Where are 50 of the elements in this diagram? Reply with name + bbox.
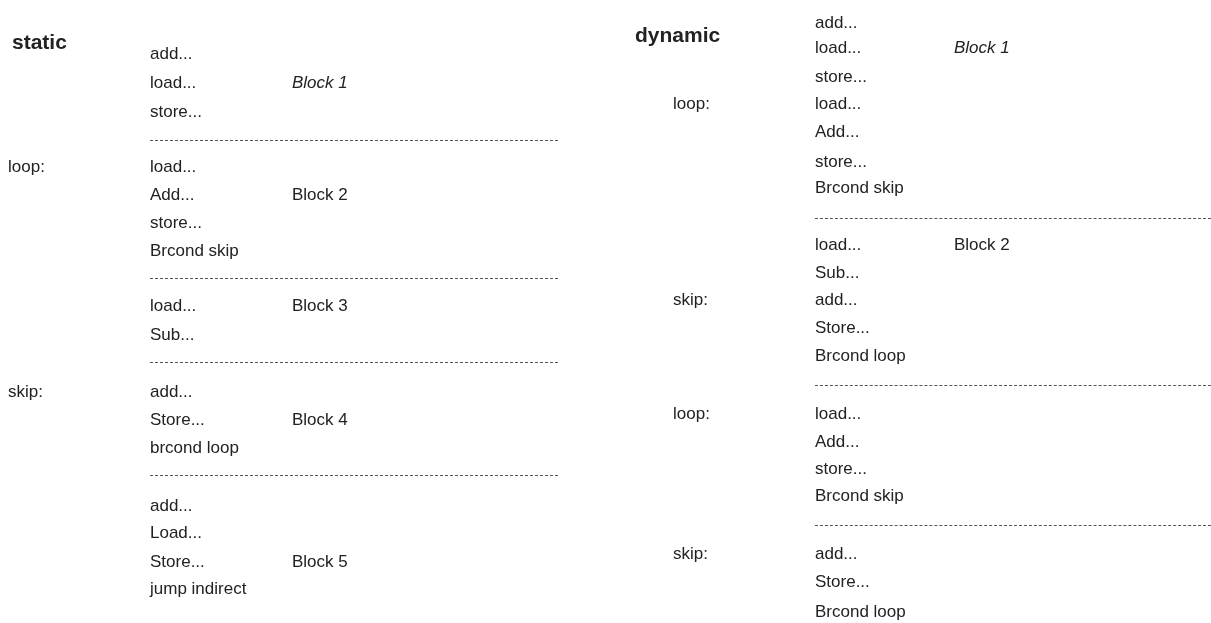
code-line: Brcond skip — [150, 241, 239, 261]
block-label: Block 2 — [292, 185, 348, 205]
block-label: Block 5 — [292, 552, 348, 572]
code-line: add... — [815, 544, 858, 564]
code-line: store... — [815, 152, 867, 172]
code-line: add... — [150, 44, 193, 64]
code-line: brcond loop — [150, 438, 239, 458]
code-line: load... — [150, 73, 197, 93]
code-line: store... — [150, 102, 202, 122]
jump-label: skip: — [673, 290, 708, 310]
code-line: Add... — [815, 432, 860, 452]
code-line: Store... — [150, 410, 205, 430]
code-line: Brcond loop — [815, 346, 906, 366]
section-heading: static — [12, 30, 67, 54]
code-line: Sub... — [150, 325, 195, 345]
code-line: load... — [815, 235, 862, 255]
code-line: Add... — [815, 122, 860, 142]
code-line: load... — [815, 94, 862, 114]
code-line: Store... — [150, 552, 205, 572]
code-line: Load... — [150, 523, 202, 543]
code-line: load... — [815, 38, 862, 58]
code-line: load... — [150, 157, 197, 177]
block-label: Block 2 — [954, 235, 1010, 255]
section-heading: dynamic — [635, 23, 721, 47]
block-label: Block 1 — [954, 38, 1010, 58]
code-line: store... — [815, 459, 867, 479]
code-line: load... — [150, 296, 197, 316]
code-line: store... — [150, 213, 202, 233]
block-label: Block 1 — [292, 73, 348, 93]
block-label: Block 3 — [292, 296, 348, 316]
code-line: jump indirect — [150, 579, 247, 599]
code-line: load... — [815, 404, 862, 424]
jump-label: loop: — [8, 157, 45, 177]
code-line: store... — [815, 67, 867, 87]
code-line: add... — [815, 13, 858, 33]
code-line: add... — [150, 382, 193, 402]
jump-label: skip: — [8, 382, 43, 402]
jump-label: loop: — [673, 404, 710, 424]
code-line: Add... — [150, 185, 195, 205]
jump-label: skip: — [673, 544, 708, 564]
jump-label: loop: — [673, 94, 710, 114]
block-label: Block 4 — [292, 410, 348, 430]
code-line: add... — [150, 496, 193, 516]
code-line: Store... — [815, 572, 870, 592]
code-line: Store... — [815, 318, 870, 338]
code-line: Brcond skip — [815, 486, 904, 506]
code-line: Sub... — [815, 263, 860, 283]
code-line: Brcond skip — [815, 178, 904, 198]
code-line: add... — [815, 290, 858, 310]
code-line: Brcond loop — [815, 602, 906, 622]
